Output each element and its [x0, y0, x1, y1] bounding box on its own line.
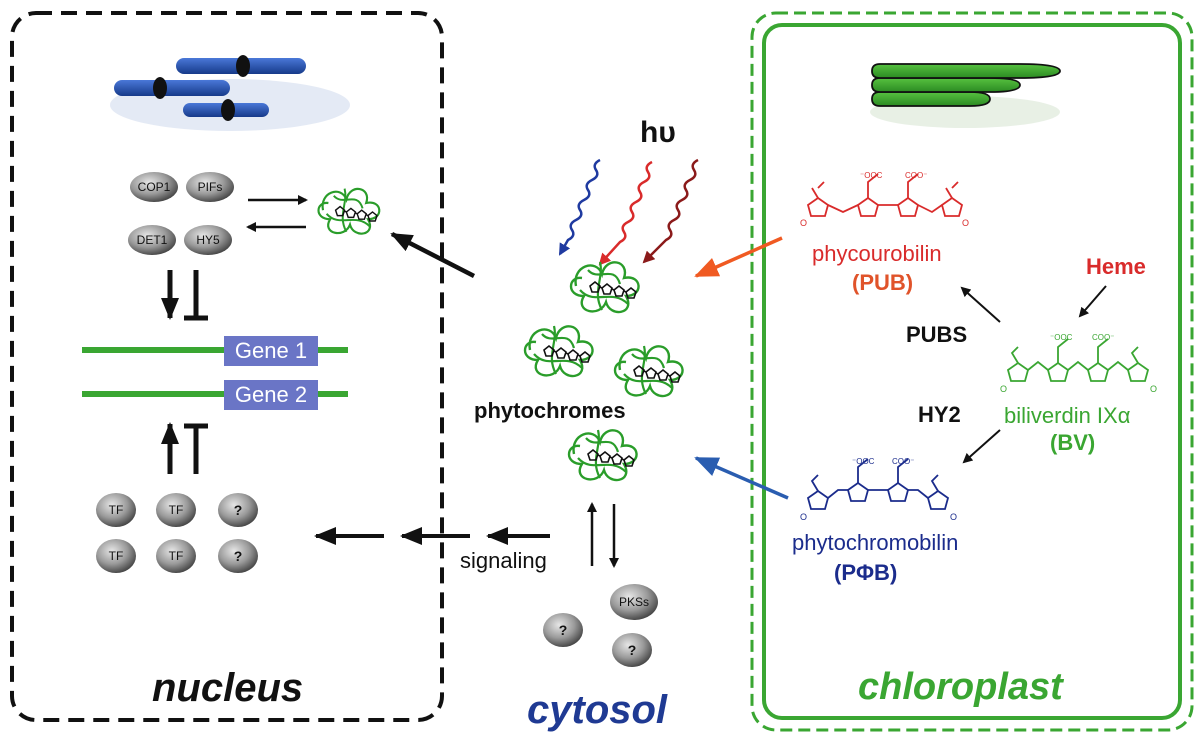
tf-label: TF — [108, 503, 124, 517]
cop1-label: COP1 — [137, 180, 171, 194]
cop1-protein — [130, 172, 178, 202]
hy5-protein — [184, 225, 232, 255]
pifs-protein — [186, 172, 234, 202]
unknown-cytosol-protein — [612, 633, 652, 667]
tf-protein — [96, 493, 136, 527]
svg-text:COO⁻: COO⁻ — [905, 171, 927, 180]
unknown-protein — [218, 539, 258, 573]
phytochrome-cluster-right — [613, 344, 684, 398]
phycourobilin-label: phycourobilin — [812, 241, 942, 266]
svg-text:⁻OOC: ⁻OOC — [860, 171, 883, 180]
light-label: hυ — [640, 116, 676, 149]
tf-label: TF — [108, 549, 124, 563]
phytochrome-cluster-left — [523, 324, 594, 378]
svg-text:O: O — [800, 512, 807, 522]
chloroplast-inner-border — [762, 23, 1182, 720]
unknown-cytosol-label: ? — [627, 642, 637, 658]
bv-to-pub-arrow — [960, 286, 1001, 323]
thylakoid-stack-illustration — [870, 63, 1061, 128]
nuclear-phytochrome — [317, 187, 381, 235]
unknown-label: ? — [233, 548, 243, 564]
biliverdin-structure: O O ⁻OOC COO⁻ — [1000, 333, 1157, 394]
bv-abbreviation: (BV) — [1050, 430, 1096, 455]
svg-text:O: O — [962, 218, 969, 228]
pfb-abbreviation: (PΦB) — [834, 560, 898, 585]
unknown-cytosol-label: ? — [558, 622, 568, 638]
phytochrome-lower — [567, 428, 638, 482]
pfb-export-arrow — [694, 456, 789, 500]
unknown-cytosol-protein — [543, 613, 583, 647]
svg-text:O: O — [950, 512, 957, 522]
unknown-protein — [218, 493, 258, 527]
chloroplast-outer-border — [750, 11, 1194, 732]
pkss-label: PKSs — [618, 595, 649, 609]
det1-label: DET1 — [136, 233, 168, 247]
svg-text:O: O — [1150, 384, 1157, 394]
tf-label: TF — [168, 549, 184, 563]
tf-protein — [156, 539, 196, 573]
heme-to-bv-arrow — [1078, 285, 1107, 318]
svg-text:O: O — [800, 218, 807, 228]
unknown-label: ? — [233, 502, 243, 518]
phytochromobilin-structure: O O ⁻OOC COO⁻ — [800, 457, 957, 522]
repression-symbol-up — [184, 423, 208, 474]
gene-2-box: Gene 2 — [224, 380, 318, 410]
svg-text:⁻OOC: ⁻OOC — [852, 457, 875, 466]
nucleus-border — [10, 11, 444, 722]
svg-text:O: O — [1000, 384, 1007, 394]
pubs-enzyme-label: PUBS — [906, 322, 968, 347]
svg-text:⁻OOC: ⁻OOC — [1050, 333, 1073, 342]
pub-abbreviation: (PUB) — [852, 270, 914, 295]
cytosol-label: cytosol — [527, 688, 668, 732]
det1-protein — [128, 225, 176, 255]
phytochrome-light-receptor — [569, 260, 640, 314]
pub-export-arrow — [694, 236, 783, 278]
blue-light-wave — [558, 158, 601, 256]
biliverdin-label: biliverdin IXα — [1004, 403, 1131, 428]
signaling-label: signaling — [460, 548, 547, 573]
phytochromobilin-label: phytochromobilin — [792, 530, 959, 555]
gene-1-box: Gene 1 — [224, 336, 318, 366]
bv-to-pfb-arrow — [962, 429, 1001, 464]
hy5-label: HY5 — [196, 233, 220, 247]
chromosomes-illustration — [110, 55, 350, 131]
svg-text:COO⁻: COO⁻ — [1092, 333, 1114, 342]
heme-label: Heme — [1086, 254, 1146, 279]
red-light-wave — [598, 160, 653, 266]
tf-protein — [96, 539, 136, 573]
phycourobilin-structure: O O ⁻OOC COO⁻ — [800, 171, 969, 228]
phytochromes-label: phytochromes — [474, 398, 626, 423]
hy2-enzyme-label: HY2 — [918, 402, 961, 427]
nuclear-import-arrow — [390, 231, 476, 279]
svg-text:COO⁻: COO⁻ — [892, 457, 914, 466]
nucleus-label: nucleus — [152, 666, 304, 710]
far-red-light-wave — [642, 158, 699, 264]
pifs-label: PIFs — [197, 180, 223, 194]
chloroplast-label: chloroplast — [858, 666, 1063, 708]
tf-protein — [156, 493, 196, 527]
pkss-protein — [610, 584, 658, 620]
tf-label: TF — [168, 503, 184, 517]
repression-symbol-down — [184, 270, 208, 321]
